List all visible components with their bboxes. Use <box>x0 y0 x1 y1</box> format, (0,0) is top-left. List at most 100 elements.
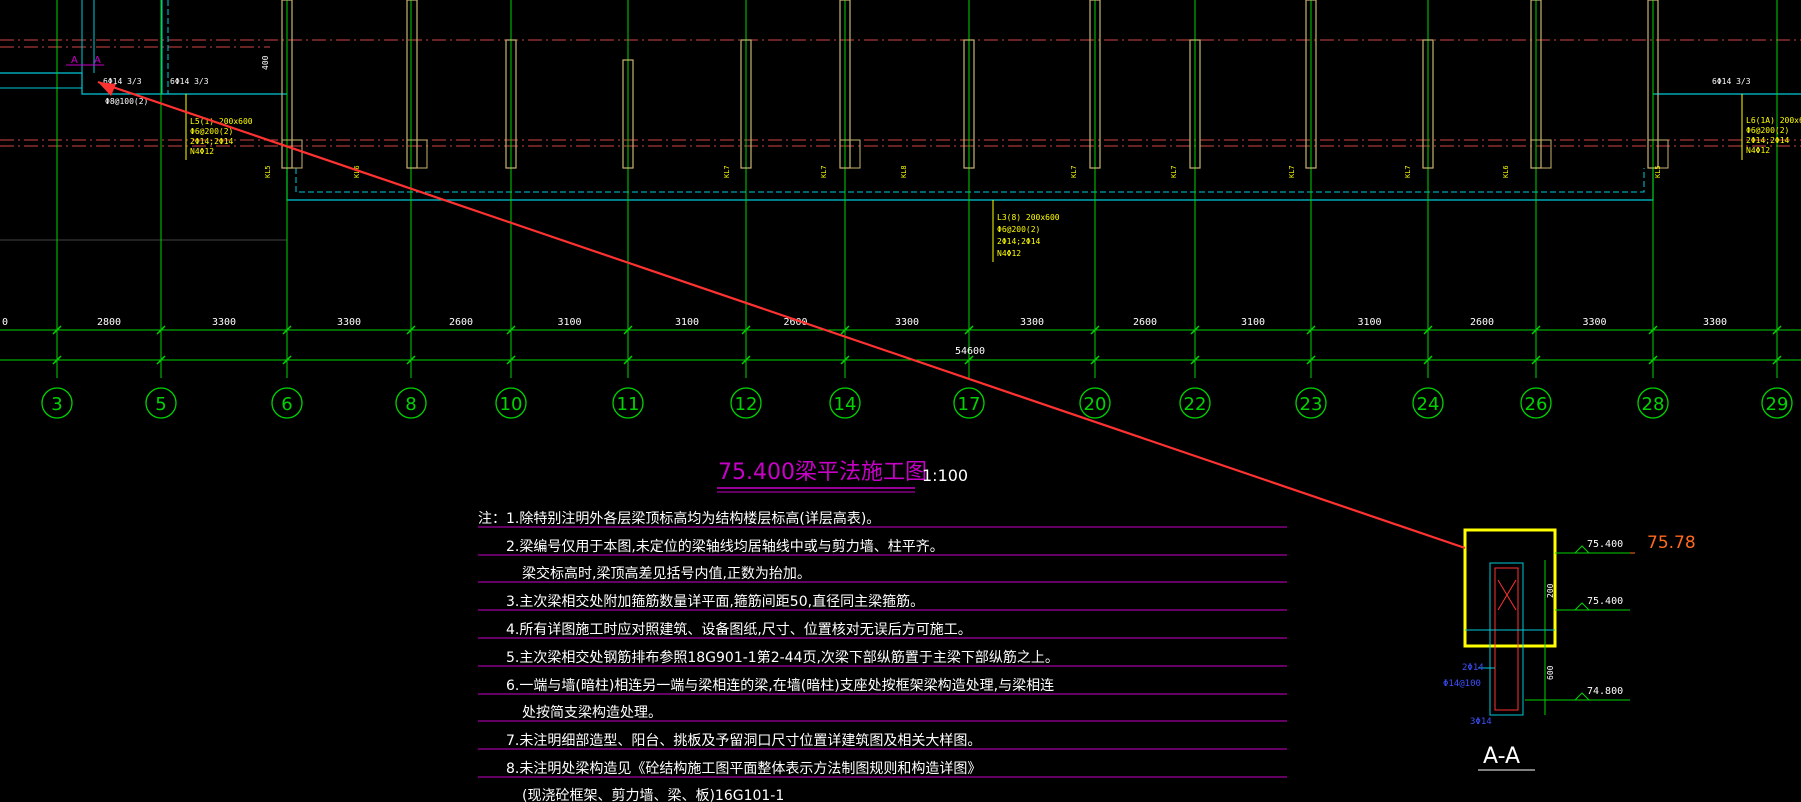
dimension-tick <box>1190 325 1200 335</box>
drawing-title: 75.400梁平法施工图 <box>718 460 927 485</box>
dimension-tick <box>1306 325 1316 335</box>
dimension-tick <box>1531 355 1541 365</box>
red-pointer-arrow <box>97 80 1466 550</box>
section-marks: A A <box>71 55 101 66</box>
dimension-tick <box>741 325 751 335</box>
dimension-value: 3100 <box>1357 317 1381 328</box>
dimension-tick <box>282 355 292 365</box>
axis-bubble-label: 20 <box>1084 394 1107 415</box>
note-line: 5.主次梁相交处钢筋排布参照18G901-1第2-44页,次梁下部纵筋置于主梁下… <box>506 649 1059 666</box>
axis-bubble <box>145 387 177 419</box>
note-line: 8.未注明处梁构造见《砼结构施工图平面整体表示方法制图规则和构造详图》 <box>506 761 981 777</box>
beam-tag-center: L3(8) 200x600 Φ6@200(2) 2Φ14;2Φ14 N4Φ12 <box>997 213 1060 258</box>
section-elev-highlight: 75.78 <box>1647 533 1696 553</box>
dimension-tick <box>1772 355 1782 365</box>
dimension-tick <box>156 325 166 335</box>
axis-bubble <box>41 387 73 419</box>
dimension-value: 3100 <box>675 317 699 328</box>
wall-mark: KL7 <box>1404 165 1412 178</box>
section-elev-top: 75.400 <box>1587 539 1623 550</box>
axis-bubble <box>1295 387 1327 419</box>
dimension-tick <box>406 355 416 365</box>
dimension-tick <box>1423 325 1433 335</box>
section-stirrup <box>1494 567 1519 711</box>
dimension-value: 3100 <box>557 317 581 328</box>
wall-end <box>406 139 428 169</box>
beam-tag-left-line: Φ6@200(2) <box>190 127 233 136</box>
dimension-value: 3300 <box>212 317 236 328</box>
wall-segment <box>740 39 752 169</box>
note-line: 6.一端与墙(暗柱)相连另一端与梁相连的梁,在墙(暗柱)支座处按框架梁构造处理,… <box>506 678 1054 694</box>
dimension-value: 2600 <box>449 317 473 328</box>
wall-end <box>1647 139 1669 169</box>
section-rebar-bottom: 3Φ14 <box>1470 717 1492 727</box>
top-rebar-note: 6Φ14 3/3 <box>103 77 142 86</box>
beam-tag-center-line: N4Φ12 <box>997 249 1021 258</box>
dimension-tick <box>623 355 633 365</box>
beam-tag-right-line: 2Φ14;2Φ14 <box>1746 136 1790 145</box>
dimension-value: 3300 <box>1020 317 1044 328</box>
axis-bubble-label: 14 <box>834 394 857 415</box>
notes-prefix: 注： <box>478 511 506 527</box>
section-mark-a: A <box>71 55 78 66</box>
dimension-value: 3100 <box>1241 317 1265 328</box>
section-beam-outline <box>1489 562 1524 716</box>
dim-400: 400 <box>261 55 270 70</box>
wall-mark: KL5 <box>264 165 272 178</box>
section-highlight-frame <box>1463 528 1557 648</box>
axis-bubble <box>829 387 861 419</box>
wall-segment <box>963 39 975 169</box>
dimension-tick <box>52 325 62 335</box>
axis-bubble <box>1412 387 1444 419</box>
wall-end <box>839 139 861 169</box>
section-dim-lower: 600 <box>1546 665 1555 680</box>
dimension-tick <box>1090 325 1100 335</box>
dimension-value: 3300 <box>1703 317 1727 328</box>
axis-bubble <box>271 387 303 419</box>
axis-bubble-label: 8 <box>405 394 416 415</box>
dimension-tick <box>1190 355 1200 365</box>
dimension-tick <box>282 325 292 335</box>
axis-bubble-label: 24 <box>1417 394 1440 415</box>
axis-bubble <box>730 387 762 419</box>
axis-bubble <box>395 387 427 419</box>
beam-outline <box>0 72 287 95</box>
beam-tag-center-line: Φ6@200(2) <box>997 225 1040 234</box>
dimension-tick <box>1648 325 1658 335</box>
wall-mark: KL5 <box>1654 165 1662 178</box>
wall-mark: KL8 <box>900 165 908 178</box>
section-dim-upper: 200 <box>1546 583 1555 598</box>
dimension-value: 2600 <box>783 317 807 328</box>
beam-tag-left-line: 2Φ14;2Φ14 <box>190 137 234 146</box>
dimension-tick <box>406 325 416 335</box>
dimension-value: 2600 <box>1470 317 1494 328</box>
dimension-tick <box>964 355 974 365</box>
note-line: 2.梁编号仅用于本图,未定位的梁轴线均居轴线中或与剪力墙、柱平齐。 <box>506 539 944 555</box>
axis-bubble <box>953 387 985 419</box>
wall-end <box>1530 139 1552 169</box>
dimension-tick <box>840 355 850 365</box>
axis-bubble <box>495 387 527 419</box>
note-line: 7.未注明细部造型、阳台、挑板及予留洞口尺寸位置详建筑图及相关大样图。 <box>506 733 981 749</box>
note-line: 3.主次梁相交处附加箍筋数量详平面,箍筋间距50,直径同主梁箍筋。 <box>506 593 924 610</box>
note-line: 4.所有详图施工时应对照建筑、设备图纸,尺寸、位置核对无误后方可施工。 <box>506 621 972 638</box>
wall-mark: KL6 <box>353 165 361 178</box>
dimension-value: 2800 <box>97 317 121 328</box>
dimension-tick <box>506 325 516 335</box>
dimension-tick <box>506 355 516 365</box>
beam-tag-right: L6(1A) 200x600 Φ6@200(2) 2Φ14;2Φ14 N4Φ12 <box>1746 116 1801 155</box>
beam-tag-top: 6Φ14 3/3 6Φ14 3/3 Φ8@100(2) 6Φ14 3/3 400 <box>103 55 1751 106</box>
section-elev-mid: 75.400 <box>1587 596 1623 607</box>
section-mark-a: A <box>94 55 101 66</box>
axis-bubble-label: 26 <box>1525 394 1548 415</box>
beam-tag-center-line: 2Φ14;2Φ14 <box>997 237 1041 246</box>
dimension-tick <box>156 355 166 365</box>
dimension-tick <box>1772 325 1782 335</box>
wall-segment <box>1189 39 1201 169</box>
dimension-tick <box>964 325 974 335</box>
top-rebar-note: Φ8@100(2) <box>105 97 148 106</box>
dimension-tick <box>1423 355 1433 365</box>
beam-tag-right-line: N4Φ12 <box>1746 146 1770 155</box>
dimension-value: 3300 <box>1582 317 1606 328</box>
